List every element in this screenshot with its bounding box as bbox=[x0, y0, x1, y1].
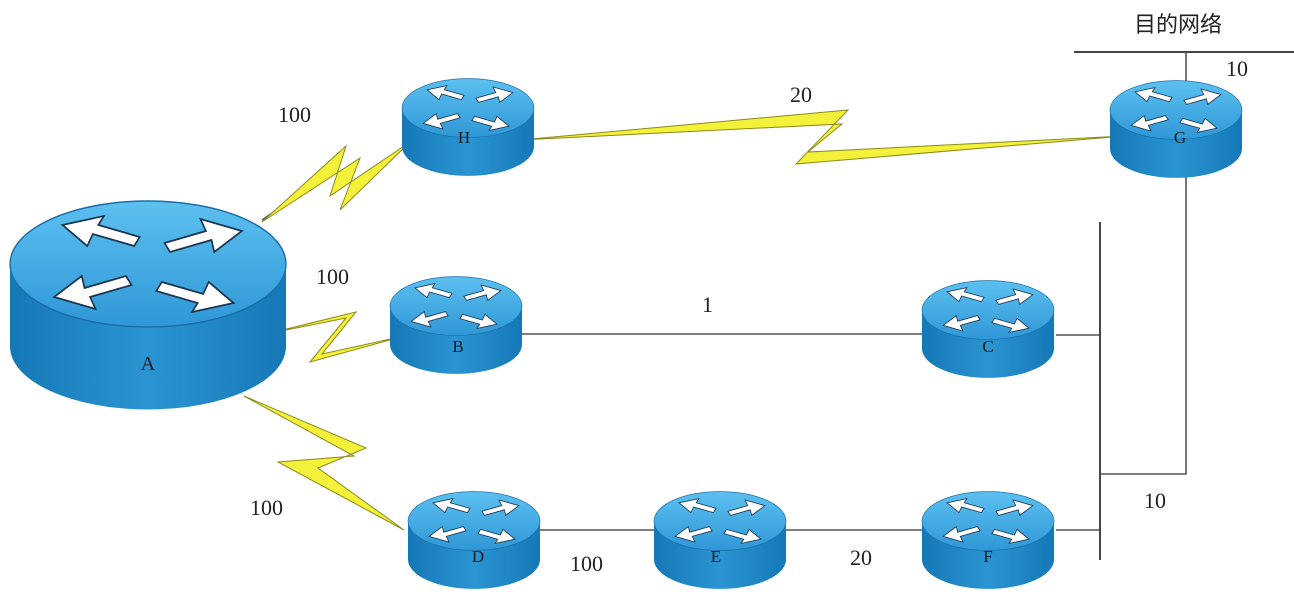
router-g-label: G bbox=[1174, 128, 1186, 147]
cost-g-destination: 10 bbox=[1226, 56, 1248, 81]
router-c-label: C bbox=[982, 337, 993, 356]
router-h[interactable]: H bbox=[401, 78, 535, 177]
router-e-label: E bbox=[711, 547, 721, 566]
cost-h-g: 20 bbox=[790, 82, 812, 107]
cost-lan-g: 10 bbox=[1144, 488, 1166, 513]
router-a[interactable]: A bbox=[9, 200, 287, 411]
link-a-h-bolt bbox=[261, 141, 411, 223]
link-a-b-bolt bbox=[265, 311, 405, 363]
ethernet-links bbox=[520, 51, 1294, 560]
link-h-g-bolt bbox=[519, 109, 1125, 165]
link-lan-g bbox=[1100, 140, 1187, 475]
cost-a-b: 100 bbox=[316, 264, 349, 289]
link-a-d-bolt bbox=[243, 395, 405, 531]
router-g[interactable]: G bbox=[1109, 80, 1243, 179]
cost-e-f: 20 bbox=[850, 545, 872, 570]
router-b-label: B bbox=[452, 337, 463, 356]
router-b[interactable]: B bbox=[389, 276, 523, 375]
router-d-label: D bbox=[472, 547, 484, 566]
cost-d-e: 100 bbox=[570, 551, 603, 576]
cost-a-d: 100 bbox=[250, 495, 283, 520]
router-h-label: H bbox=[458, 128, 470, 147]
cost-b-c: 1 bbox=[702, 292, 713, 317]
router-d[interactable]: D bbox=[407, 491, 541, 590]
router-e[interactable]: E bbox=[653, 491, 787, 590]
router-f[interactable]: F bbox=[921, 491, 1055, 590]
cost-a-h: 100 bbox=[278, 102, 311, 127]
router-a-label: A bbox=[141, 353, 156, 375]
destination-network-label: 目的网络 bbox=[1134, 13, 1222, 38]
router-c[interactable]: C bbox=[921, 280, 1055, 379]
router-f-label: F bbox=[983, 547, 992, 566]
